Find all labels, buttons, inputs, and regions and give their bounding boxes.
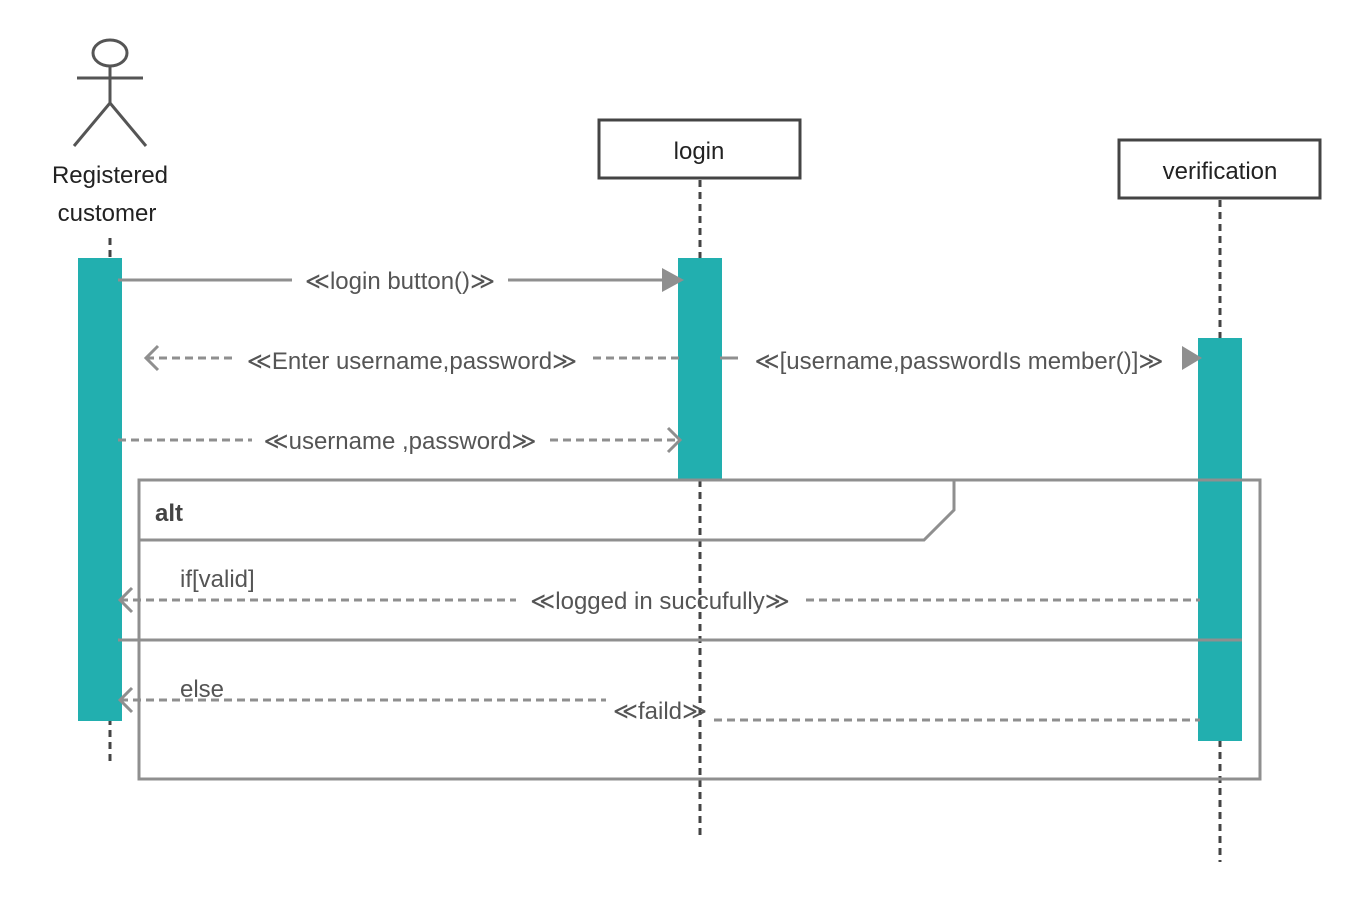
verification-label: verification <box>1163 158 1278 185</box>
message-label: ≪Enter username,password≫ <box>247 348 577 375</box>
activation-actor <box>78 258 122 721</box>
alt-frame <box>137 478 1262 781</box>
login-box <box>597 118 802 180</box>
message-label: ≪login button()≫ <box>305 268 495 295</box>
alt-operator-label: alt <box>155 500 183 527</box>
message-label: ≪logged in succufully≫ <box>530 588 790 615</box>
message-failed: ≪faild≫ <box>117 686 1200 725</box>
alt-guard-valid: if[valid] <box>180 566 255 593</box>
actor-registered-customer: Registered customer <box>52 38 168 227</box>
message-logged-in: ≪logged in succufully≫ <box>117 586 1200 615</box>
arrowhead-filled <box>1182 346 1202 370</box>
activation-login <box>678 258 722 481</box>
message-enter-username-password: ≪Enter username,password≫ <box>143 344 680 375</box>
participant-login: login <box>597 118 802 180</box>
actor-head <box>91 38 129 68</box>
message-label: ≪faild≫ <box>613 698 707 725</box>
verification-box <box>1117 138 1322 200</box>
actor-right-leg <box>108 102 148 147</box>
actor-left-leg <box>72 102 112 147</box>
actor-label-line1: Registered <box>52 162 168 189</box>
alt-operator-tab <box>139 480 956 542</box>
alt-fragment: alt if[valid] else <box>118 478 1262 781</box>
arrowhead-open <box>666 426 683 454</box>
actor-label-line2: customer <box>58 200 157 227</box>
login-label: login <box>674 138 725 165</box>
message-username-password: ≪username ,password≫ <box>118 426 683 455</box>
participant-verification: verification <box>1117 138 1322 200</box>
message-label: ≪username ,password≫ <box>263 428 536 455</box>
arrowhead-open <box>143 344 160 372</box>
activation-verification <box>1198 338 1242 741</box>
arrowhead-filled <box>662 268 684 292</box>
message-is-member: ≪[username,passwordIs member()]≫ <box>720 346 1202 375</box>
arrowhead-open <box>117 586 134 614</box>
message-login-button: ≪login button()≫ <box>118 268 684 295</box>
arrowhead-open <box>117 686 134 714</box>
message-label: ≪[username,passwordIs member()]≫ <box>754 348 1163 375</box>
